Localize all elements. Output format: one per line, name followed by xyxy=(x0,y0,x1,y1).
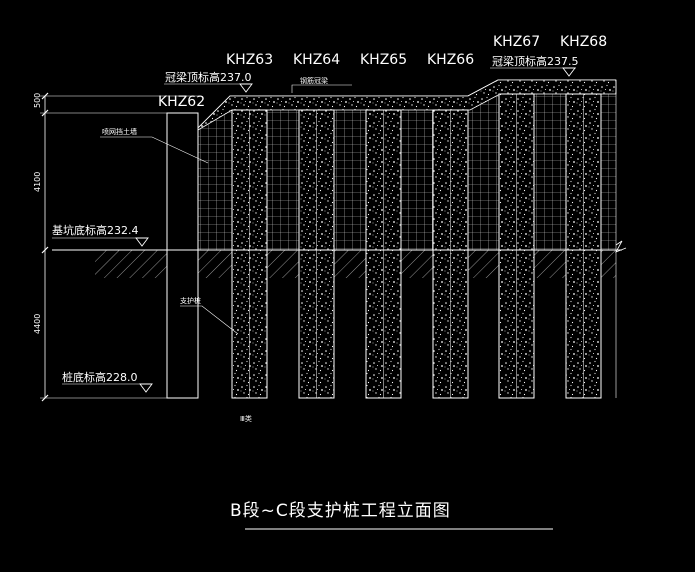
dim-bottom-text: 4400 xyxy=(33,314,42,334)
note-beam: 钢筋冠梁 xyxy=(300,76,328,85)
leader-pile xyxy=(180,305,239,335)
leader-wall xyxy=(100,136,209,164)
pile-label-khz62: KHZ62 xyxy=(158,94,205,110)
elev-mark-crown-left xyxy=(239,83,253,93)
pile-bottom-label: 桩底标高228.0 xyxy=(62,370,138,384)
note-wall: 喷网挡土墙 xyxy=(102,127,137,136)
elev-mark-pile-bottom xyxy=(139,383,153,393)
dim-top-text: 500 xyxy=(33,93,42,108)
crown-beam-left-label: 冠梁顶标高237.0 xyxy=(165,70,252,84)
note-bottom: Ⅲ类 xyxy=(240,414,252,423)
piles xyxy=(231,93,602,399)
pile-label-khz68: KHZ68 xyxy=(560,34,607,50)
crown-beam-right-label: 冠梁顶标高237.5 xyxy=(492,54,579,68)
pit-bottom-label: 基坑底标高232.4 xyxy=(52,223,139,237)
elev-mark-pit xyxy=(135,237,149,247)
leader-beam xyxy=(291,84,352,93)
drawing-title: B段~C段支护桩工程立面图 xyxy=(230,501,451,521)
note-pile: 支护桩 xyxy=(180,296,201,305)
pile-label-khz64: KHZ64 xyxy=(293,52,340,68)
break-symbol xyxy=(615,240,627,253)
elev-mark-crown-right xyxy=(562,67,576,77)
dim-ticks xyxy=(41,92,49,402)
pile-khz62 xyxy=(166,112,199,399)
soil-hatch-right xyxy=(198,250,616,278)
dim-mid-text: 4100 xyxy=(33,172,42,192)
pile-label-khz67: KHZ67 xyxy=(493,34,540,50)
pile-label-khz66: KHZ66 xyxy=(427,52,474,68)
pile-label-khz63: KHZ63 xyxy=(226,52,273,68)
soil-hatch-left xyxy=(95,250,167,278)
pile-label-khz65: KHZ65 xyxy=(360,52,407,68)
